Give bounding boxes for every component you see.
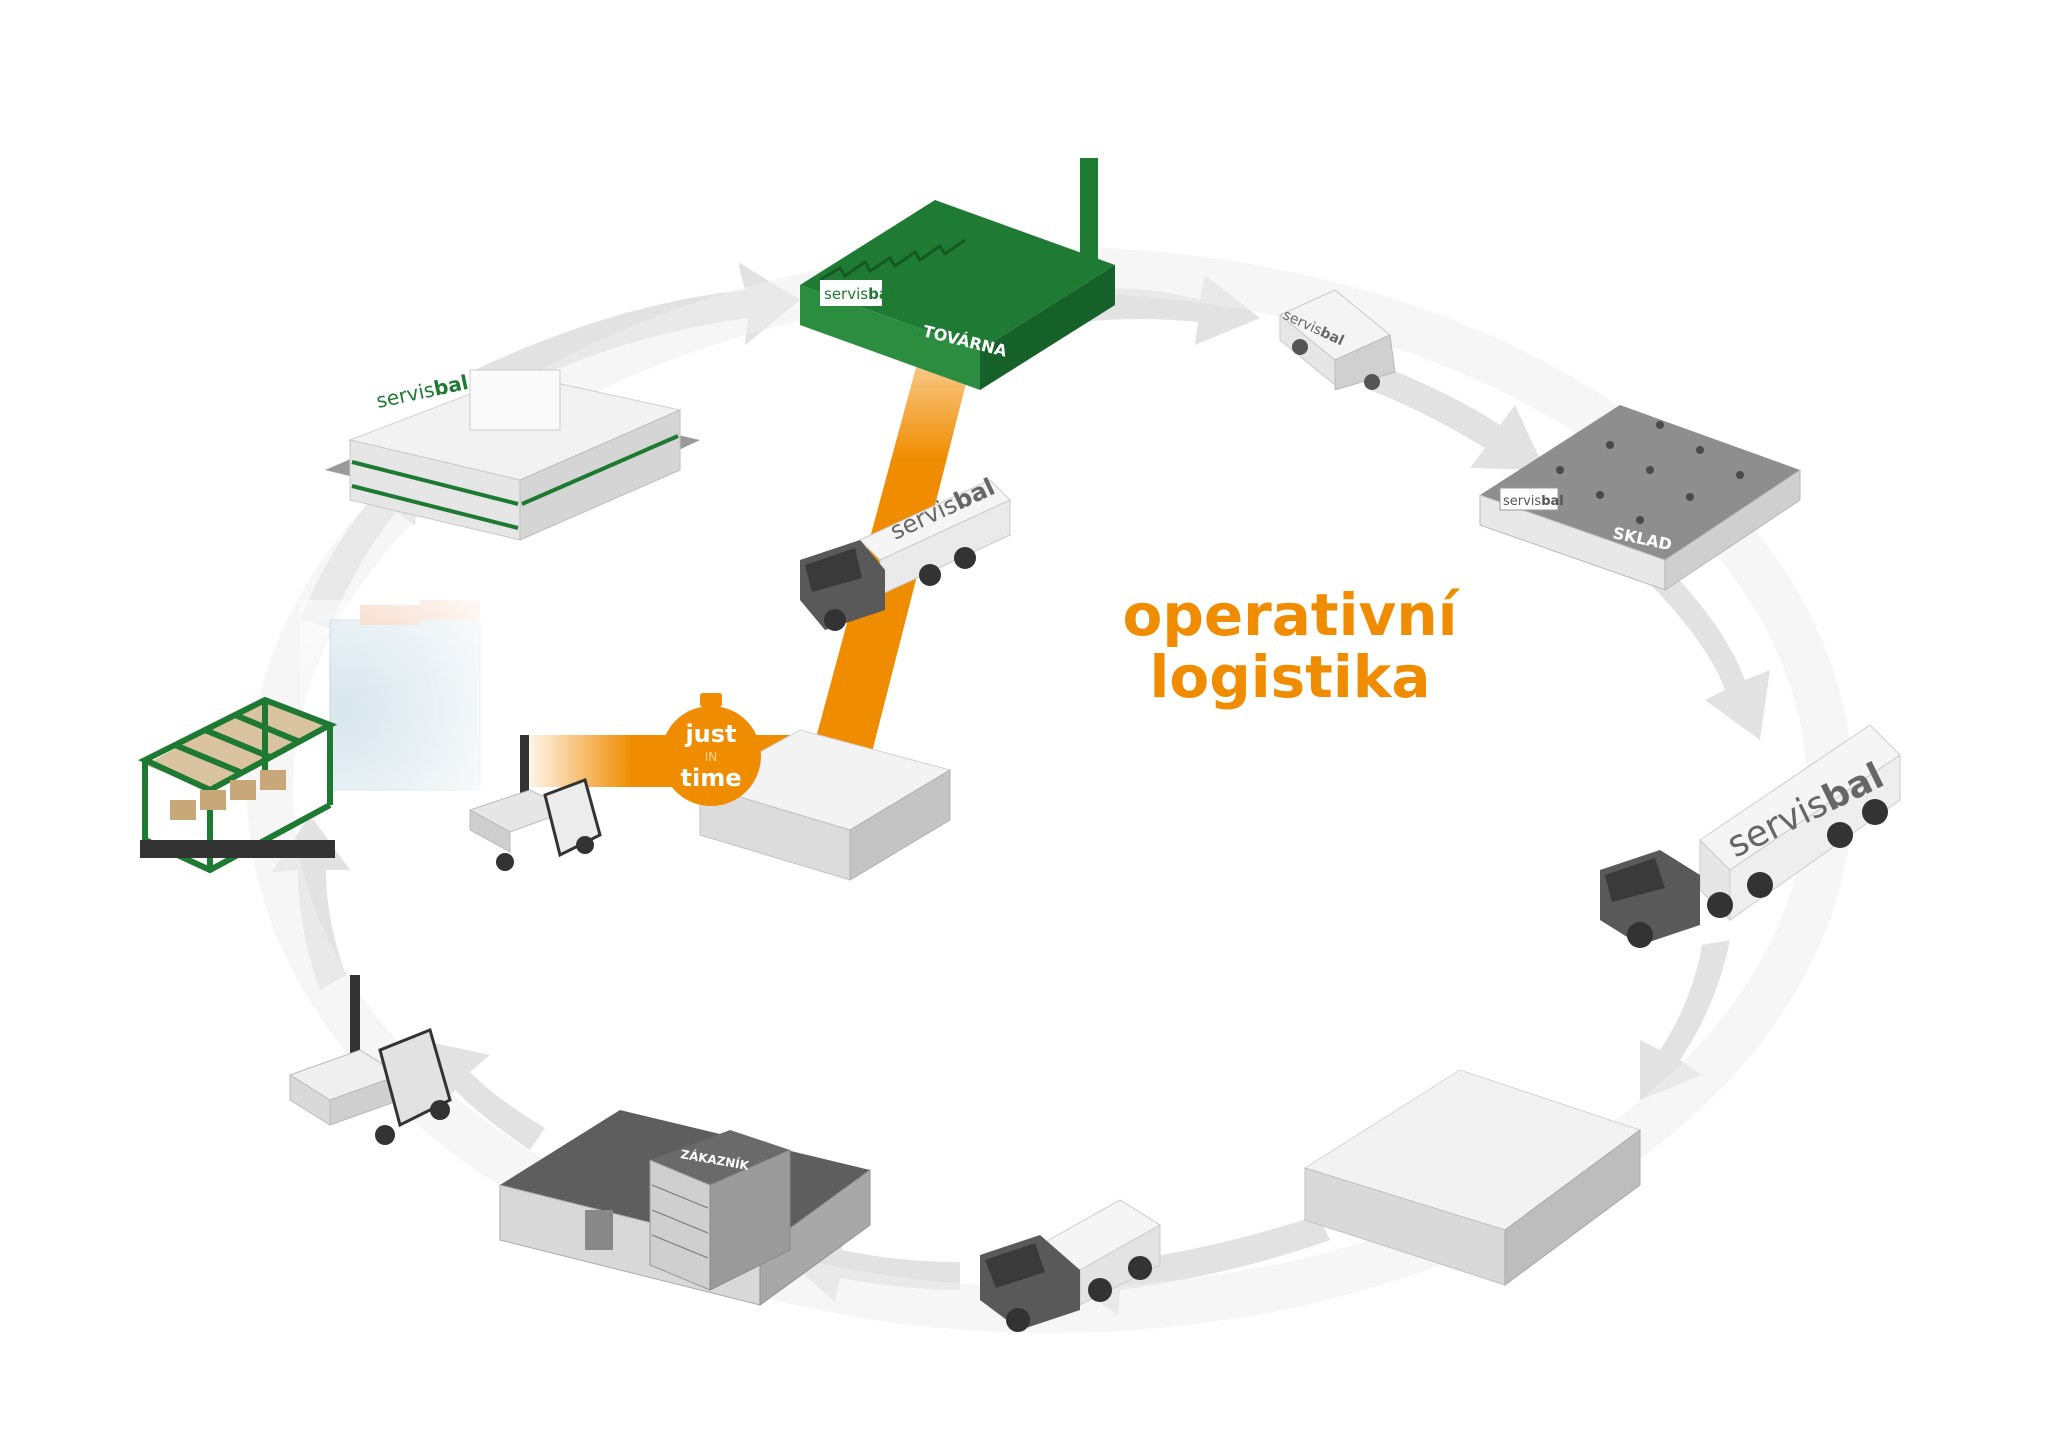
jit-stopwatch-badge: just IN time — [661, 693, 761, 806]
jit-badge-line1: just — [684, 720, 736, 748]
title-line2: logistika — [1150, 643, 1431, 711]
warehouse-brand-label: servisbal — [1503, 494, 1564, 509]
truck-large-vehicle: servisbal — [1600, 725, 1900, 948]
production-line — [140, 600, 520, 870]
title-line1: operativní — [1122, 581, 1460, 649]
factory-brand-label: servisbal — [824, 285, 894, 303]
factory-building: servisbal TOVÁRNA — [800, 158, 1115, 390]
jit-badge-line3: time — [681, 764, 742, 792]
page-title: operativní logistika — [1122, 581, 1460, 711]
jit-badge-line2: IN — [705, 750, 718, 764]
